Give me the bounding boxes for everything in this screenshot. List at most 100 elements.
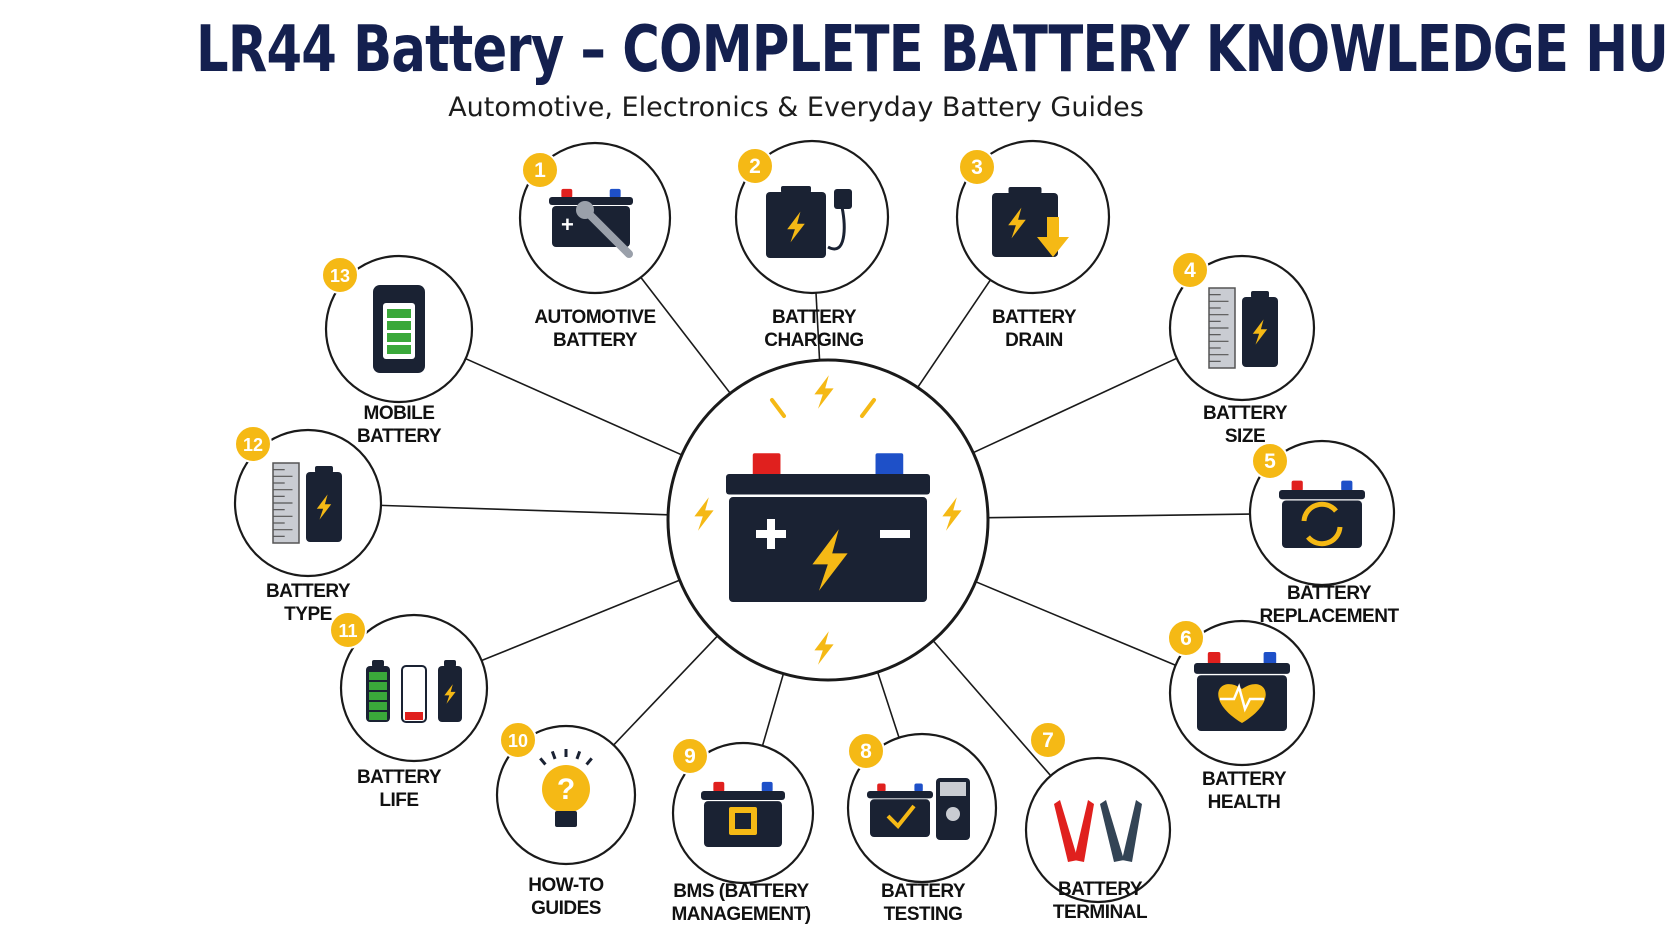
low-charge-bar bbox=[405, 712, 423, 720]
bulb-ray bbox=[550, 750, 557, 760]
topic-node-10: ? 10 bbox=[495, 721, 637, 866]
badge-number: 8 bbox=[860, 740, 872, 763]
wrench-icon bbox=[583, 208, 633, 258]
bulb-ray bbox=[575, 750, 582, 760]
number-badge bbox=[1251, 442, 1289, 480]
plus-sign bbox=[767, 519, 775, 549]
connector-line-4 bbox=[972, 357, 1178, 454]
charge-bar bbox=[369, 682, 387, 690]
terminal-positive bbox=[1291, 480, 1303, 492]
node-label-line1: BATTERY bbox=[991, 307, 1077, 328]
topic-node-13: 13 bbox=[321, 254, 474, 404]
charge-bar bbox=[387, 309, 411, 318]
node-label-line2: REPLACEMENT bbox=[1259, 606, 1399, 627]
terminal-negative bbox=[1341, 480, 1353, 492]
charge-bar bbox=[369, 712, 387, 720]
node-label-line1: BATTERY bbox=[356, 767, 442, 788]
node-label-line2: TYPE bbox=[284, 604, 332, 625]
terminal-positive bbox=[877, 783, 886, 792]
battery-refresh-icon bbox=[1279, 480, 1365, 548]
battery-cell bbox=[401, 665, 427, 723]
node-label-line1: BATTERY bbox=[880, 881, 966, 902]
battery-body bbox=[870, 799, 930, 837]
jumper-clamps-icon bbox=[1054, 800, 1142, 862]
badge-number: 10 bbox=[508, 731, 528, 751]
node-label-line2: DRAIN bbox=[1005, 330, 1063, 351]
chip-core bbox=[735, 813, 751, 829]
terminal-positive bbox=[752, 453, 781, 477]
lightning-bolt-icon bbox=[1008, 207, 1026, 239]
badge-number: 3 bbox=[971, 156, 983, 179]
node-label-line2: MANAGEMENT) bbox=[671, 904, 811, 925]
lightning-bolt-icon bbox=[787, 211, 805, 243]
terminal-positive bbox=[561, 188, 573, 198]
number-badge bbox=[847, 732, 885, 770]
topic-node-3: 3 bbox=[955, 139, 1111, 295]
number-badge bbox=[1171, 251, 1209, 289]
badge-number: 1 bbox=[534, 159, 546, 182]
terminal-positive bbox=[713, 781, 725, 793]
number-badge bbox=[521, 151, 559, 189]
lightning-bolt-icon bbox=[316, 494, 332, 520]
battery-lid bbox=[1279, 490, 1365, 500]
node-label-line1: BATTERY bbox=[265, 581, 351, 602]
node-label-line1: BATTERY bbox=[1202, 403, 1288, 424]
connector-line-8 bbox=[876, 671, 900, 738]
terminal-negative bbox=[914, 783, 923, 792]
cable bbox=[827, 206, 846, 251]
battery-wrench-icon: + bbox=[549, 188, 633, 258]
lightning-bolt-icon bbox=[444, 684, 456, 704]
node-label-line1: MOBILE bbox=[363, 403, 435, 424]
number-badge bbox=[499, 721, 537, 759]
charge-bar bbox=[387, 321, 411, 330]
battery-lid bbox=[549, 197, 633, 205]
connector-line-12 bbox=[380, 504, 669, 516]
minus-sign bbox=[880, 530, 910, 538]
connector-line-3 bbox=[916, 279, 992, 388]
topic-node-4: 4 bbox=[1168, 251, 1316, 402]
battery-lid bbox=[701, 791, 785, 800]
bulb-ray bbox=[585, 757, 593, 766]
node-label-line2: BATTERY bbox=[356, 426, 442, 447]
refresh-arrow bbox=[1306, 526, 1343, 547]
topic-node-1: +1 bbox=[518, 141, 672, 295]
question-mark: ? bbox=[557, 773, 575, 806]
node-label-line1: BATTERY bbox=[771, 307, 857, 328]
refresh-arrow bbox=[1301, 501, 1338, 522]
page-title: LR44 Battery – COMPLETE BATTERY KNOWLEDG… bbox=[196, 13, 1672, 87]
connector-line-7 bbox=[932, 640, 1052, 777]
clamp-red bbox=[1074, 800, 1094, 862]
node-label-line2: CHARGING bbox=[764, 330, 864, 351]
node-label-line2: HEALTH bbox=[1207, 792, 1281, 813]
spark-ray bbox=[860, 398, 876, 418]
car-battery-lightning-icon bbox=[726, 453, 930, 602]
number-badge bbox=[329, 611, 367, 649]
battery-cap bbox=[1008, 187, 1042, 194]
topic-node-2: 2 bbox=[734, 139, 890, 295]
connector-line-10 bbox=[613, 635, 719, 746]
badge-number: 7 bbox=[1042, 729, 1054, 752]
connector-line-2 bbox=[815, 292, 821, 361]
badge-number: 4 bbox=[1184, 259, 1196, 282]
terminal-negative bbox=[609, 188, 621, 198]
node-label-line1: BATTERY bbox=[1286, 583, 1372, 604]
plus-sign: + bbox=[561, 212, 574, 237]
battery-lid bbox=[726, 474, 930, 495]
battery-chip-icon bbox=[701, 781, 785, 847]
number-badge bbox=[1029, 721, 1067, 759]
lightbulb-question-icon: ? bbox=[539, 749, 593, 827]
lightning-bolt-icon bbox=[942, 497, 962, 531]
battery-cap bbox=[781, 186, 811, 193]
charge-bar bbox=[387, 333, 411, 342]
node-label-line2: TERMINAL bbox=[1052, 902, 1148, 923]
charge-bar bbox=[369, 672, 387, 680]
lightning-bolt-icon bbox=[814, 631, 834, 665]
battery-ruler-icon bbox=[1208, 287, 1278, 369]
